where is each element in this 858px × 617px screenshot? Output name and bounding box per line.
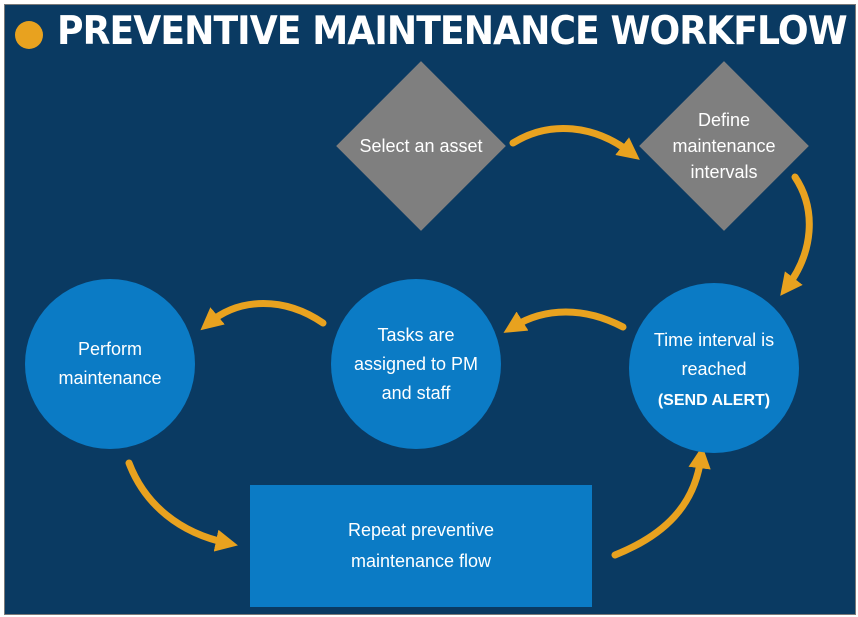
workflow-canvas: PREVENTIVE MAINTENANCE WORKFLOW Select a… <box>4 4 856 615</box>
flow-arrows <box>125 124 813 559</box>
step-select-asset-label: Select an asset <box>359 136 483 156</box>
arrow-perform-to-repeat <box>125 459 238 552</box>
step-select-asset: Select an asset <box>336 61 506 231</box>
step-define-intervals-label: Define maintenance intervals <box>672 110 776 182</box>
step-perform-maintenance: Perform maintenance <box>25 279 195 449</box>
send-alert-label: (SEND ALERT) <box>657 392 771 409</box>
arrow-time-to-tasks <box>503 308 627 333</box>
arrow-select-to-define <box>509 124 640 160</box>
step-time-interval-label: Time interval is reached <box>653 330 775 379</box>
step-tasks-assigned-label: Tasks are assigned to PM and staff <box>353 324 479 403</box>
arrow-tasks-to-perform <box>200 300 327 331</box>
arrow-define-to-time <box>780 173 813 296</box>
arrow-repeat-to-time <box>611 445 711 559</box>
step-define-intervals: Define maintenance intervals <box>639 61 809 231</box>
step-perform-maintenance-label: Perform maintenance <box>58 339 162 388</box>
page-title: PREVENTIVE MAINTENANCE WORKFLOW <box>57 9 848 54</box>
step-time-interval: Time interval is reached (SEND ALERT) <box>629 283 799 453</box>
title-bullet-dot <box>15 21 43 49</box>
step-tasks-assigned: Tasks are assigned to PM and staff <box>331 279 501 449</box>
step-repeat-flow: Repeat preventive maintenance flow <box>250 485 592 607</box>
